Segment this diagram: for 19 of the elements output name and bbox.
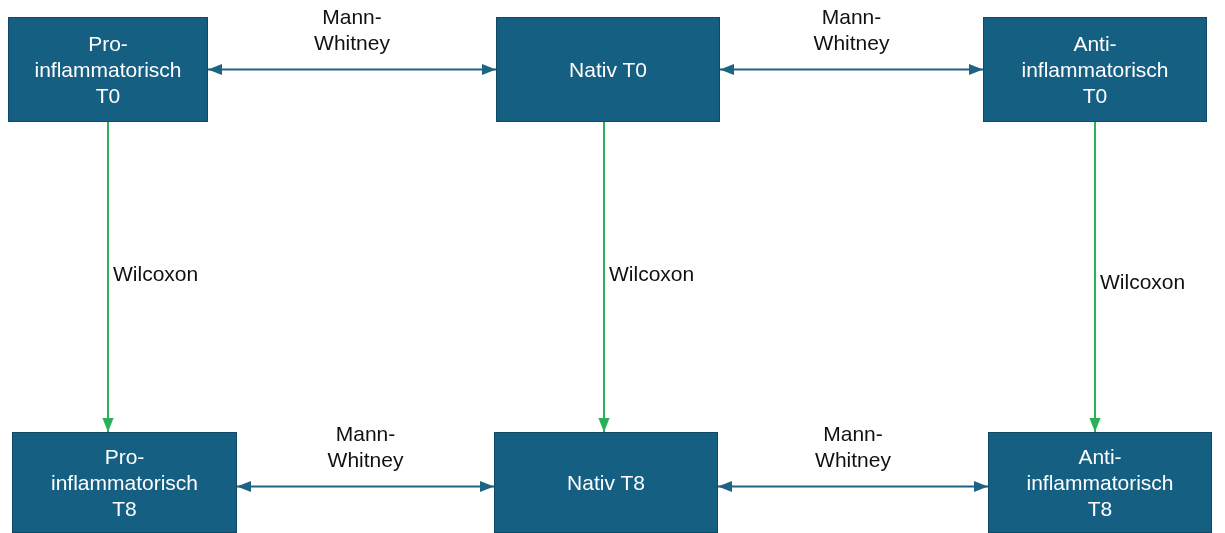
- process-box: [8, 17, 208, 122]
- arrow: [236, 480, 495, 493]
- arrow: [1089, 121, 1101, 433]
- arrow: [717, 480, 989, 493]
- process-box: [988, 432, 1212, 533]
- process-box: [494, 432, 718, 533]
- process-box: [983, 17, 1207, 122]
- process-box: [12, 432, 237, 533]
- arrow: [719, 63, 984, 76]
- node-label: Nativ T0: [568, 56, 648, 83]
- arrow: [102, 121, 114, 433]
- node-label: Nativ T8: [566, 469, 646, 496]
- node-label: Anti- inflammatorisch T8: [1025, 443, 1175, 522]
- process-box: [496, 17, 720, 122]
- node-label: Anti- inflammatorisch T0: [1020, 30, 1170, 109]
- arrow: [207, 63, 497, 76]
- node-label: Pro- inflammatorisch T8: [49, 443, 199, 522]
- node-label: Pro- inflammatorisch T0: [33, 30, 183, 109]
- arrow: [598, 121, 610, 433]
